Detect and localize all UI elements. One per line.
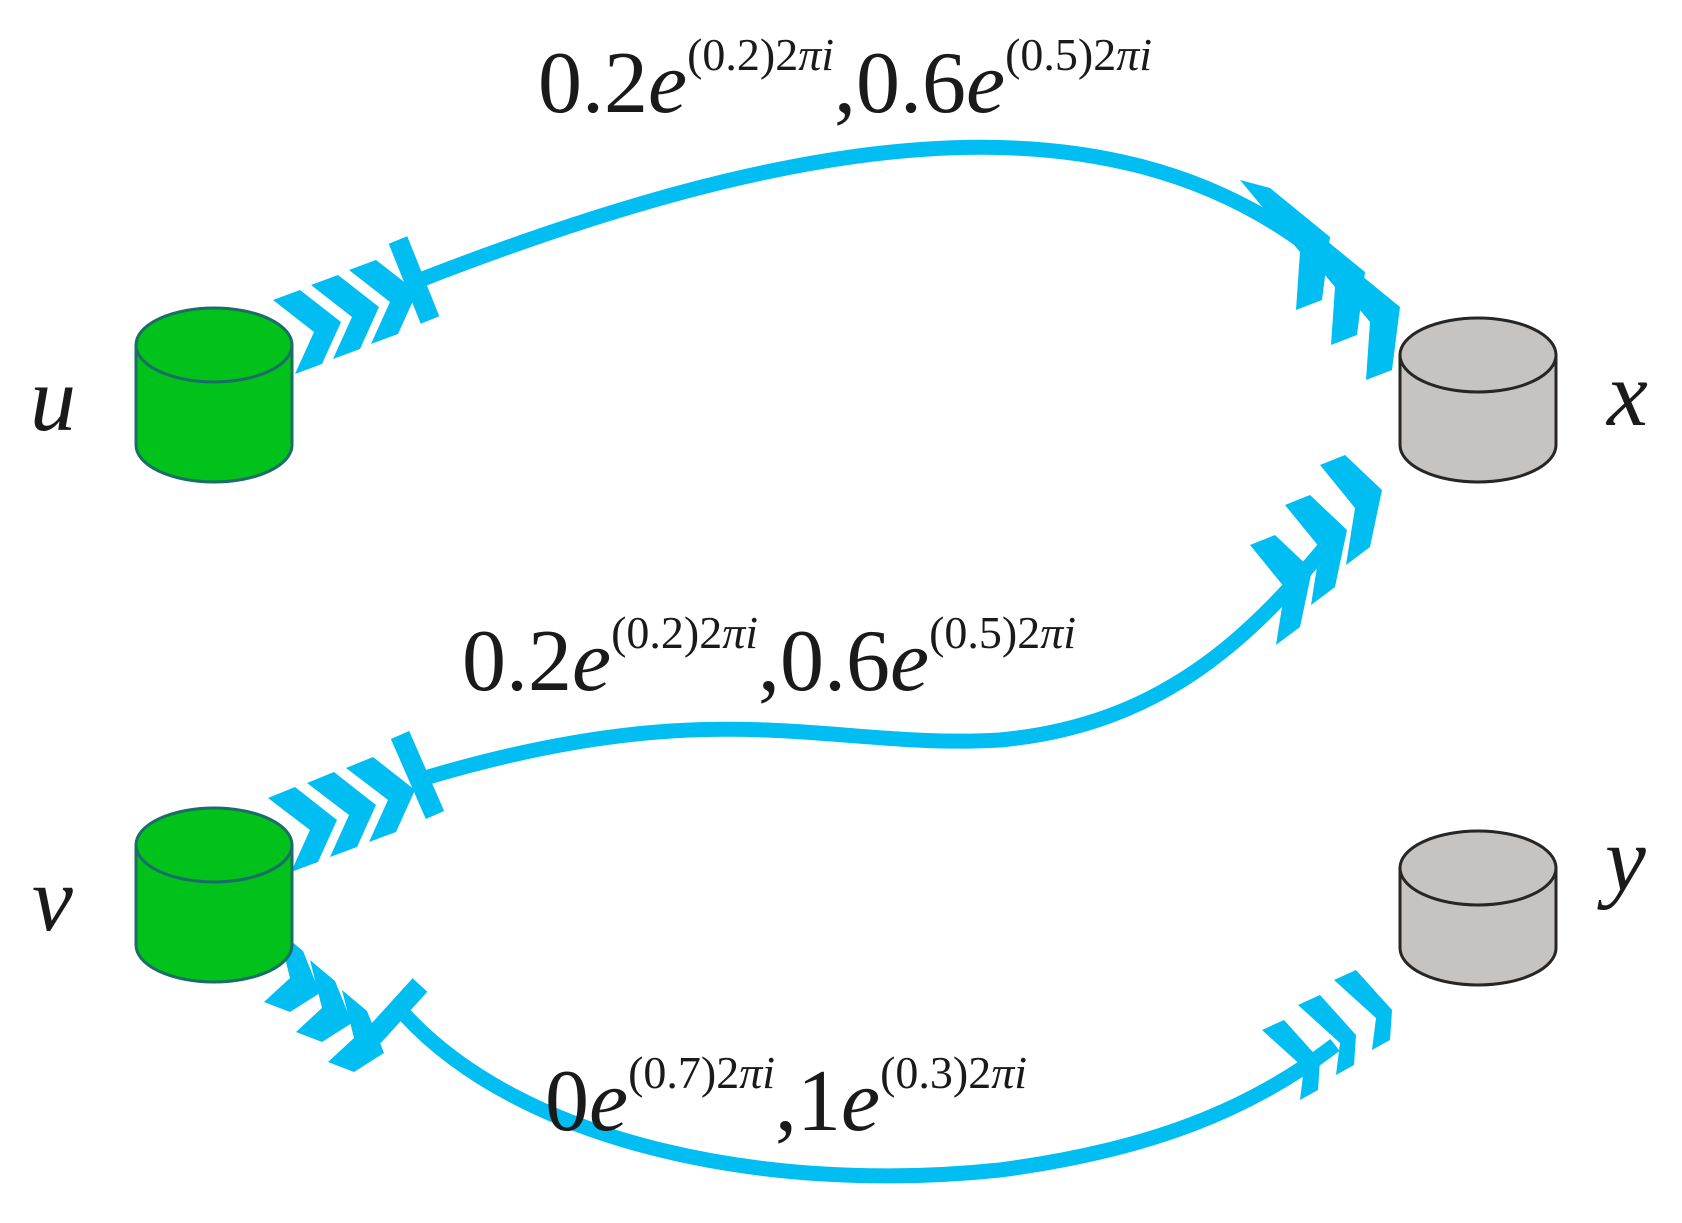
edge-v-y-line [399, 1009, 1340, 1184]
edge-v-y-a-exp-pi: π [739, 1047, 764, 1098]
edge-u-x-b-exp-i: i [1139, 29, 1152, 80]
edge-u-x-a-exp-num: (0.2)2 [687, 29, 798, 80]
edge-v-y-a-exp-num: (0.7)2 [628, 1047, 739, 1098]
edge-v-x-a-exp-num: (0.2)2 [611, 607, 722, 658]
node-u-cylinder [134, 306, 294, 484]
edge-v-y-a-exp: (0.7)2πi [628, 1047, 775, 1098]
edge-v-y-comma: , [775, 1053, 797, 1150]
edge-v-x-head-chevron-3 [1320, 455, 1382, 565]
node-y-label: y [1597, 808, 1646, 910]
edge-v-x-tail-chevron-1 [268, 787, 337, 872]
node-v-cylinder [134, 806, 294, 984]
edge-u-x-comma: , [834, 35, 856, 132]
edge-v-x-head-chevron-1 [1250, 535, 1312, 645]
edge-v-x-line [422, 530, 1341, 786]
edge-v-x-label: 0.2e(0.2)2πi,0.6e(0.5)2πi [462, 607, 1076, 710]
edge-u-x-b-e: e [966, 35, 1005, 132]
edge-v-y-tail-chevron-2 [296, 960, 352, 1042]
edge-v-y-b-coef: 1 [797, 1053, 841, 1150]
node-u-label: u [30, 348, 76, 450]
edge-v-y-b-e: e [841, 1053, 880, 1150]
node-v: v [32, 806, 294, 984]
edge-v-y-b-exp: (0.3)2πi [880, 1047, 1027, 1098]
edge-v-x-a-exp-i: i [745, 607, 758, 658]
edge-u-x-b-coef: 0.6 [856, 35, 966, 132]
edge-u-x-label: 0.2e(0.2)2πi,0.6e(0.5)2πi [538, 29, 1152, 132]
node-x-label: x [1605, 343, 1648, 445]
edge-u-x-b-exp: (0.5)2πi [1005, 29, 1152, 80]
edge-v-x-b-exp-num: (0.5)2 [929, 607, 1040, 658]
edge-v-y-head-chevron-3 [1334, 970, 1392, 1050]
edge-v-x-tail-bar [390, 730, 445, 820]
edge-v-y [264, 930, 1392, 1184]
edge-v-x-b-e: e [890, 613, 929, 710]
edge-v-x-comma: , [758, 613, 780, 710]
edge-u-x-head-chevron-1 [1240, 180, 1330, 310]
edge-u-x-head-chevron-2 [1275, 215, 1365, 345]
node-u: u [30, 306, 294, 484]
edge-u-x-a-exp-pi: π [798, 29, 823, 80]
edge-u-x-tail-chevron-3 [349, 260, 417, 344]
edge-v-y-tail-bar [362, 978, 428, 1047]
edge-u-x-line [417, 139, 1325, 287]
edge-v-y-b-exp-i: i [1014, 1047, 1027, 1098]
edge-v-y-tail-chevron-1 [264, 930, 320, 1012]
edge-v-x-a-coef: 0.2 [462, 613, 572, 710]
edge-u-x [273, 139, 1400, 380]
edge-v-y-head-chevron-1 [1262, 1020, 1320, 1100]
node-x: x [1398, 316, 1648, 484]
edge-v-x-a-exp-pi: π [722, 607, 747, 658]
edge-v-y-head-chevron-2 [1298, 995, 1356, 1075]
node-y: y [1398, 808, 1646, 987]
edge-v-y-a-e: e [589, 1053, 628, 1150]
edge-v-y-a-exp-i: i [762, 1047, 775, 1098]
edge-v-y-b-exp-pi: π [991, 1047, 1016, 1098]
edge-v-x-a-e: e [572, 613, 611, 710]
edge-u-x-a-e: e [648, 35, 687, 132]
edge-v-x-head-chevron-2 [1285, 495, 1347, 605]
edge-u-x-a-exp-i: i [821, 29, 834, 80]
edge-v-y-label: 0e(0.7)2πi,1e(0.3)2πi [545, 1047, 1027, 1150]
edge-u-x-head-chevron-3 [1310, 250, 1400, 380]
edge-v-y-b-exp-num: (0.3)2 [880, 1047, 991, 1098]
edge-v-y-tail-chevron-3 [328, 990, 384, 1072]
edge-v-x-b-exp-i: i [1063, 607, 1076, 658]
edge-v-x-tail-chevron-2 [307, 772, 376, 857]
edge-v-x-b-coef: 0.6 [780, 613, 890, 710]
edge-u-x-b-exp-num: (0.5)2 [1005, 29, 1116, 80]
node-v-label: v [32, 848, 73, 950]
node-x-cylinder [1398, 316, 1558, 484]
edge-u-x-tail-chevron-1 [273, 290, 341, 374]
edge-v-y-a-coef: 0 [545, 1053, 589, 1150]
edge-u-x-tail-bar [388, 236, 440, 324]
node-y-cylinder [1398, 829, 1558, 987]
edge-v-x [268, 455, 1382, 872]
edge-u-x-tail-chevron-2 [311, 275, 379, 359]
edge-v-x-b-exp: (0.5)2πi [929, 607, 1076, 658]
edge-v-x-a-exp: (0.2)2πi [611, 607, 758, 658]
edge-u-x-a-coef: 0.2 [538, 35, 648, 132]
edge-u-x-b-exp-pi: π [1116, 29, 1141, 80]
edge-v-x-b-exp-pi: π [1040, 607, 1065, 658]
edge-u-x-a-exp: (0.2)2πi [687, 29, 834, 80]
edge-v-x-tail-chevron-3 [346, 757, 415, 842]
